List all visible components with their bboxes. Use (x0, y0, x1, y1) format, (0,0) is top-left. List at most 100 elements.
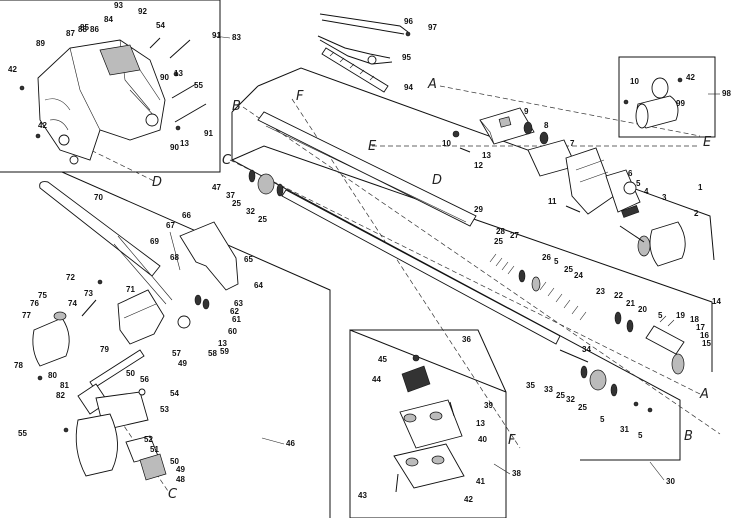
end-knob (619, 221, 686, 267)
callout-shaft-17: 17 (696, 323, 705, 332)
callout-shaft-25: 25 (578, 403, 587, 412)
callout-box98-99: 99 (676, 99, 685, 108)
callout-shaft-25: 25 (564, 265, 573, 274)
callout-left-70: 70 (94, 193, 103, 202)
callout-clamp-45: 45 (378, 355, 387, 364)
callout-shaft-23: 23 (596, 287, 605, 296)
callout-motor-11: 11 (548, 197, 557, 206)
callout-left-80: 80 (48, 371, 57, 380)
callout-left-68: 68 (170, 253, 179, 262)
small-fasteners-left (37, 279, 146, 433)
callout-motor-2: 2 (694, 209, 699, 218)
callout-left-64: 64 (254, 281, 263, 290)
callout-top_left-42: 42 (38, 121, 47, 130)
callout-left-50: 50 (170, 457, 179, 466)
callout-clamp-44: 44 (372, 375, 381, 384)
callout-left-55: 55 (18, 429, 27, 438)
callout-left-72: 72 (66, 273, 75, 282)
svg-text:D: D (152, 175, 162, 190)
callout-motor-5: 5 (636, 179, 641, 188)
callout-shaft-36: 36 (462, 335, 471, 344)
svg-text:D: D (432, 173, 442, 188)
callout-shaft-37: 37 (226, 191, 235, 200)
motor-small-parts (452, 121, 581, 213)
callout-motor-6: 6 (628, 169, 633, 178)
callout-left-63: 63 (234, 299, 243, 308)
svg-text:98: 98 (722, 89, 731, 98)
callout-shaft-25: 25 (232, 199, 241, 208)
callout-shaft-25: 25 (258, 215, 267, 224)
callout-shaft-32: 32 (566, 395, 575, 404)
frame-shaft-inner (231, 145, 713, 372)
callout-top_left-89: 89 (36, 39, 45, 48)
callout-shaft-5: 5 (638, 431, 643, 440)
svg-text:38: 38 (512, 469, 521, 478)
svg-text:B: B (232, 99, 241, 114)
callout-left-61: 61 (232, 315, 241, 324)
sprocket-cover-66 (169, 221, 239, 291)
frame-83 (0, 0, 221, 173)
wire-set (317, 13, 411, 65)
callout-shaft-25: 25 (494, 237, 503, 246)
callout-left-65: 65 (244, 255, 253, 264)
frame-30 (231, 112, 681, 461)
outer-tube (257, 111, 477, 227)
callout-left-59: 59 (220, 347, 229, 356)
shaft-bearings-right (559, 349, 653, 413)
callout-cables-95: 95 (402, 53, 411, 62)
callout-top_left-86: 86 (90, 25, 99, 34)
callout-left-54: 54 (170, 389, 179, 398)
callout-left-57: 57 (172, 349, 181, 358)
callout-shaft-26: 26 (542, 253, 551, 262)
motor-housing-cover (37, 39, 166, 165)
callout-top_left-90: 90 (170, 143, 179, 152)
callout-left-74: 74 (68, 299, 77, 308)
drive-shaft-36 (281, 189, 561, 345)
callout-top_left-84: 84 (104, 15, 113, 24)
svg-text:A: A (427, 77, 437, 92)
spring-stack (489, 253, 587, 321)
callout-shaft-20: 20 (638, 305, 647, 314)
svg-text:A: A (699, 387, 709, 402)
callout-shaft-33: 33 (544, 385, 553, 394)
callout-left-76: 76 (30, 299, 39, 308)
callout-motor-4: 4 (644, 187, 649, 196)
callout-top_left-54: 54 (156, 21, 165, 30)
svg-text:F: F (296, 89, 304, 104)
callout-box98-10: 10 (630, 77, 639, 86)
callout-motor-13: 13 (482, 151, 491, 160)
switch-housing (479, 107, 535, 145)
frame-labels: 83 46 98 38 30 (213, 33, 731, 486)
svg-text:C: C (222, 153, 232, 168)
callout-left-69: 69 (150, 237, 159, 246)
callout-cables-96: 96 (404, 17, 413, 26)
callout-top_left-87: 87 (66, 29, 75, 38)
callout-top_left-13: 13 (174, 69, 183, 78)
chain-69 (113, 235, 173, 305)
callout-shaft-31: 31 (620, 425, 629, 434)
callout-shaft-16: 16 (700, 331, 709, 340)
callout-left-67: 67 (166, 221, 175, 230)
callout-shaft-27: 27 (510, 231, 519, 240)
callout-motor-3: 3 (662, 193, 667, 202)
callout-top_left-90: 90 (160, 73, 169, 82)
callout-left-60: 60 (228, 327, 237, 336)
callout-shaft-29: 29 (474, 205, 483, 214)
callout-left-71: 71 (126, 285, 135, 294)
callout-motor-7: 7 (570, 139, 575, 148)
callout-left-49: 49 (176, 465, 185, 474)
frame-1-top (257, 67, 715, 261)
callout-top_left-55: 55 (194, 81, 203, 90)
callout-shaft-15: 15 (702, 339, 711, 348)
callout-shaft-47: 47 (212, 183, 221, 192)
callout-left-49: 49 (178, 359, 187, 368)
callout-left-77: 77 (22, 311, 31, 320)
callout-shaft-5: 5 (600, 415, 605, 424)
callout-top_left-13: 13 (180, 139, 189, 148)
callout-clamp-42: 42 (464, 495, 473, 504)
gearbox-53 (75, 391, 167, 481)
callout-cables-97: 97 (428, 23, 437, 32)
